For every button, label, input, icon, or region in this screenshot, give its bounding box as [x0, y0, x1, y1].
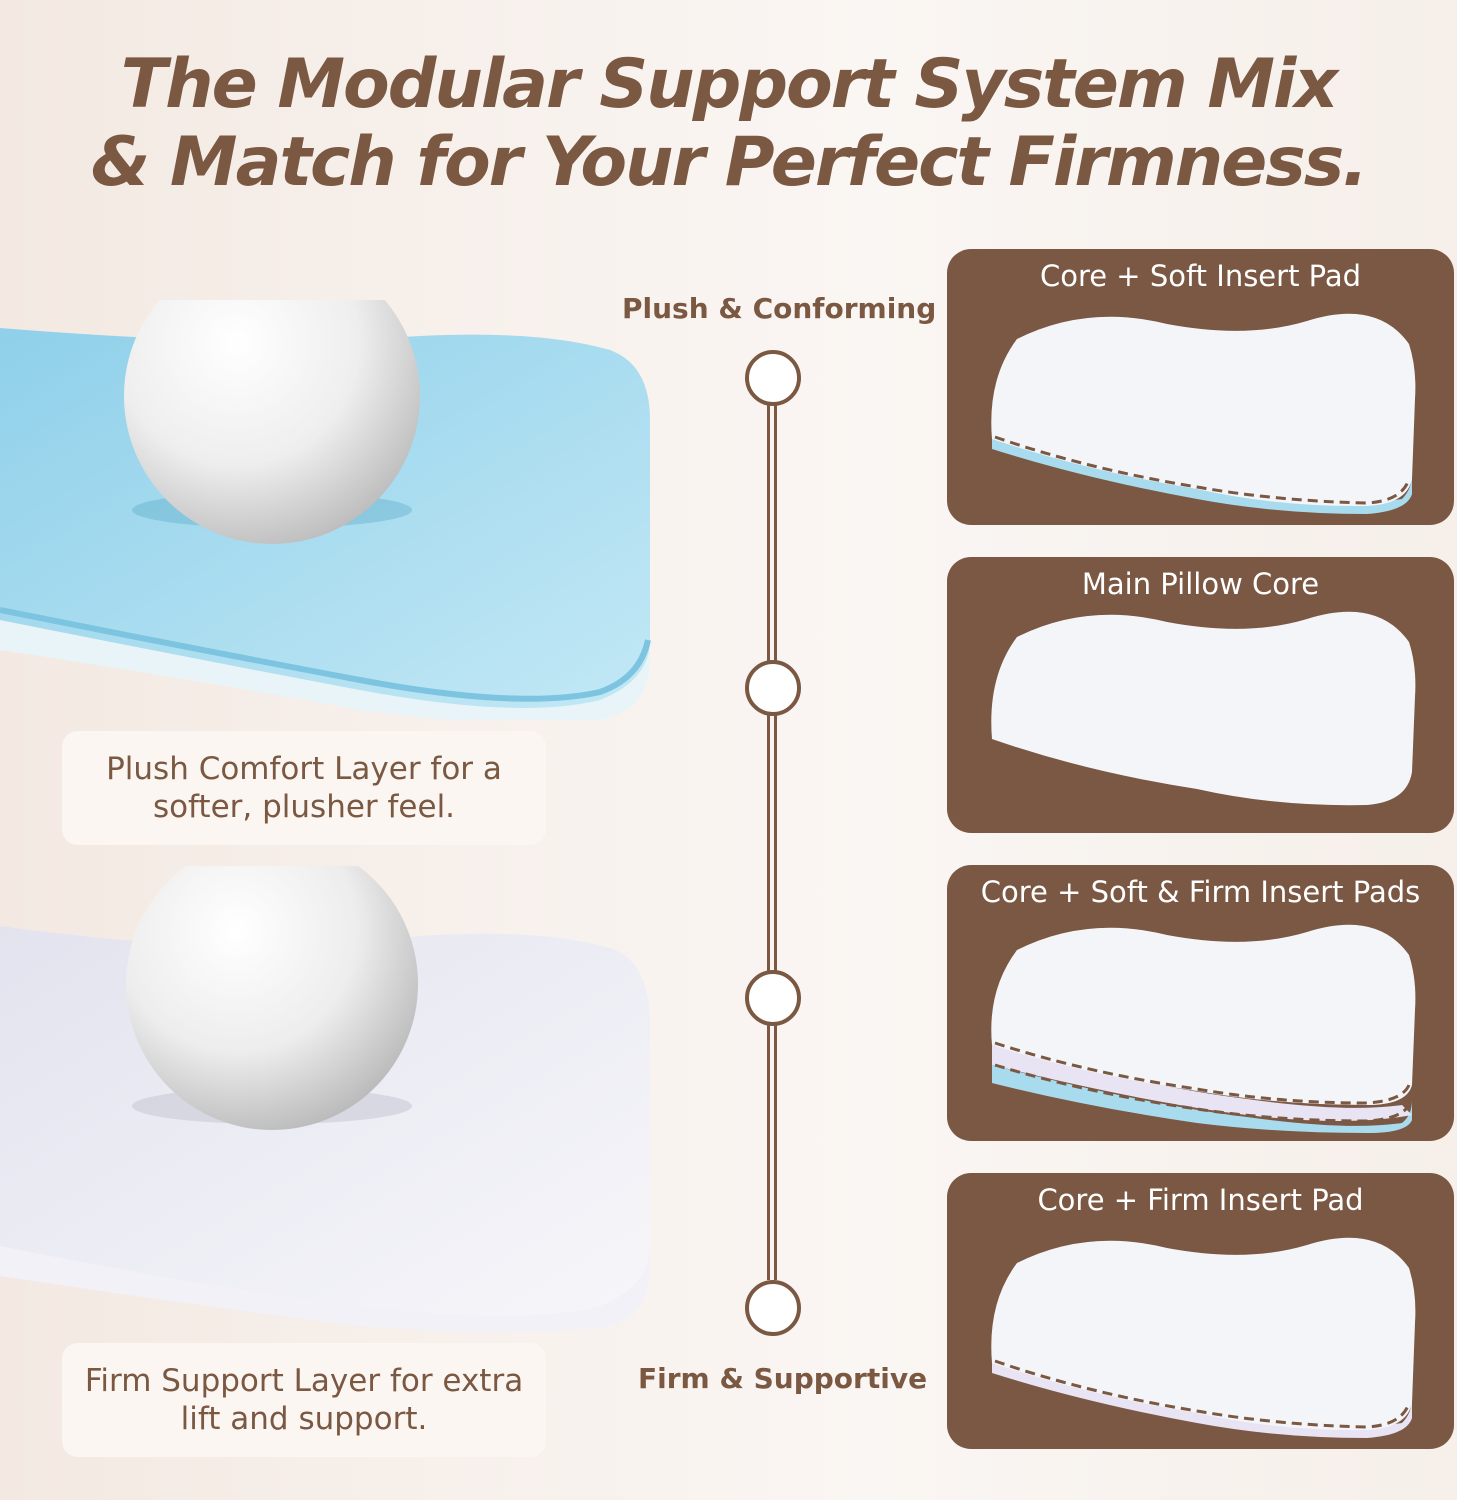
pillow-illustration	[991, 611, 1416, 806]
firm-insert	[992, 1045, 1412, 1121]
pillow-illustration	[991, 924, 1416, 1133]
firm-layer-illustration	[0, 866, 650, 1332]
firm-layer-edge	[0, 1246, 650, 1332]
pillow-core	[991, 611, 1416, 806]
config-title: Core + Soft Insert Pad	[1039, 259, 1362, 293]
soft-layer-edge	[0, 620, 650, 720]
config-title: Core + Soft & Firm Insert Pads	[980, 875, 1421, 909]
scale-top-label: Plush & Conforming	[622, 292, 937, 325]
ball	[126, 866, 418, 1130]
scale-node-4	[745, 1280, 801, 1336]
pillow-core	[991, 313, 1416, 507]
headline-line-1: The Modular Support System Mix	[120, 45, 1338, 124]
config-card-soft-firm: Core + Soft & Firm Insert Pads	[947, 865, 1454, 1141]
pillow-illustration	[991, 1237, 1416, 1438]
config-card-soft: Core + Soft Insert Pad	[947, 249, 1454, 525]
soft-layer-caption: Plush Comfort Layer for a softer, plushe…	[62, 731, 546, 845]
config-card-firm: Core + Firm Insert Pad	[947, 1173, 1454, 1449]
pillow-core	[991, 1237, 1416, 1431]
scale-node-1	[745, 350, 801, 406]
scale-rail	[767, 400, 777, 1280]
pillow-illustration	[991, 313, 1416, 514]
firm-layer-caption: Firm Support Layer for extra lift and su…	[62, 1343, 546, 1457]
config-card-core: Main Pillow Core	[947, 557, 1454, 833]
config-title: Core + Firm Insert Pad	[1037, 1183, 1364, 1217]
config-title: Main Pillow Core	[1081, 567, 1320, 601]
headline: The Modular Support System Mix & Match f…	[0, 46, 1457, 202]
ball	[124, 300, 420, 544]
soft-layer-illustration	[0, 300, 651, 720]
scale-node-2	[745, 660, 801, 716]
headline-line-2: & Match for Your Perfect Firmness.	[90, 123, 1368, 202]
pillow-core	[991, 924, 1416, 1105]
scale-node-3	[745, 970, 801, 1026]
scale-bottom-label: Firm & Supportive	[638, 1362, 928, 1395]
soft-insert	[992, 1065, 1412, 1133]
